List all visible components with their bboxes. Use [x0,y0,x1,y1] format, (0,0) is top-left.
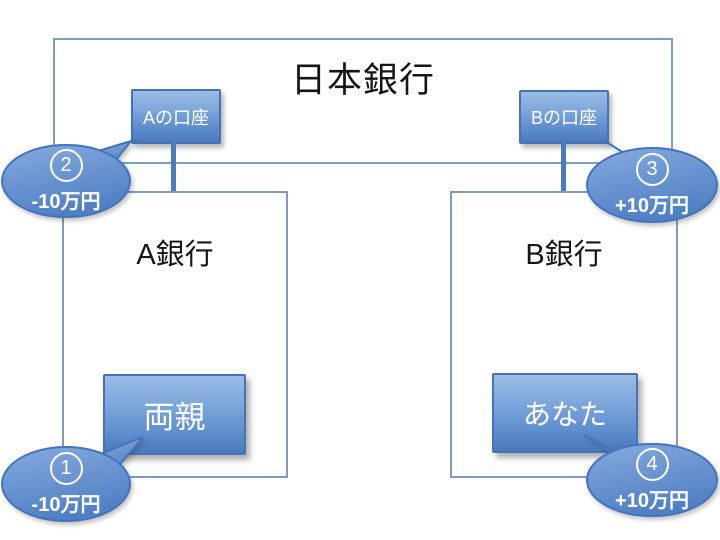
bank-a-label: A銀行 [136,239,214,271]
callout-1: 1 -10万円 [0,432,160,532]
account-b-label: Bの口座 [530,108,597,128]
you-label: あなた [522,399,607,430]
amount-label-1: -10万円 [31,493,101,516]
you-box: あなた [492,373,638,453]
account-a-label: Aの口座 [142,107,209,128]
amount-label-4: +10万円 [615,489,689,512]
connector-account-a-to-bank-a [171,142,176,192]
circled-number-2: 2 [49,148,83,182]
circled-number-4: 4 [635,447,669,481]
parents-box: 両親 [103,374,246,455]
amount-label-3: +10万円 [615,194,689,217]
parents-label: 両親 [143,400,206,435]
callout-3: 3 +10万円 [575,133,720,231]
account-box-a: Aの口座 [131,89,221,144]
connector-account-b-to-bank-b [561,142,566,192]
bank-b-label: B銀行 [525,239,603,271]
account-box-b: Bの口座 [519,90,609,144]
callout-4: 4 +10万円 [573,428,720,528]
circled-number-3: 3 [635,152,669,186]
circled-number-1: 1 [49,451,83,485]
amount-label-2: -10万円 [31,190,101,213]
slide-title: 日本銀行 [290,61,435,100]
callout-2: 2 -10万円 [0,128,150,226]
